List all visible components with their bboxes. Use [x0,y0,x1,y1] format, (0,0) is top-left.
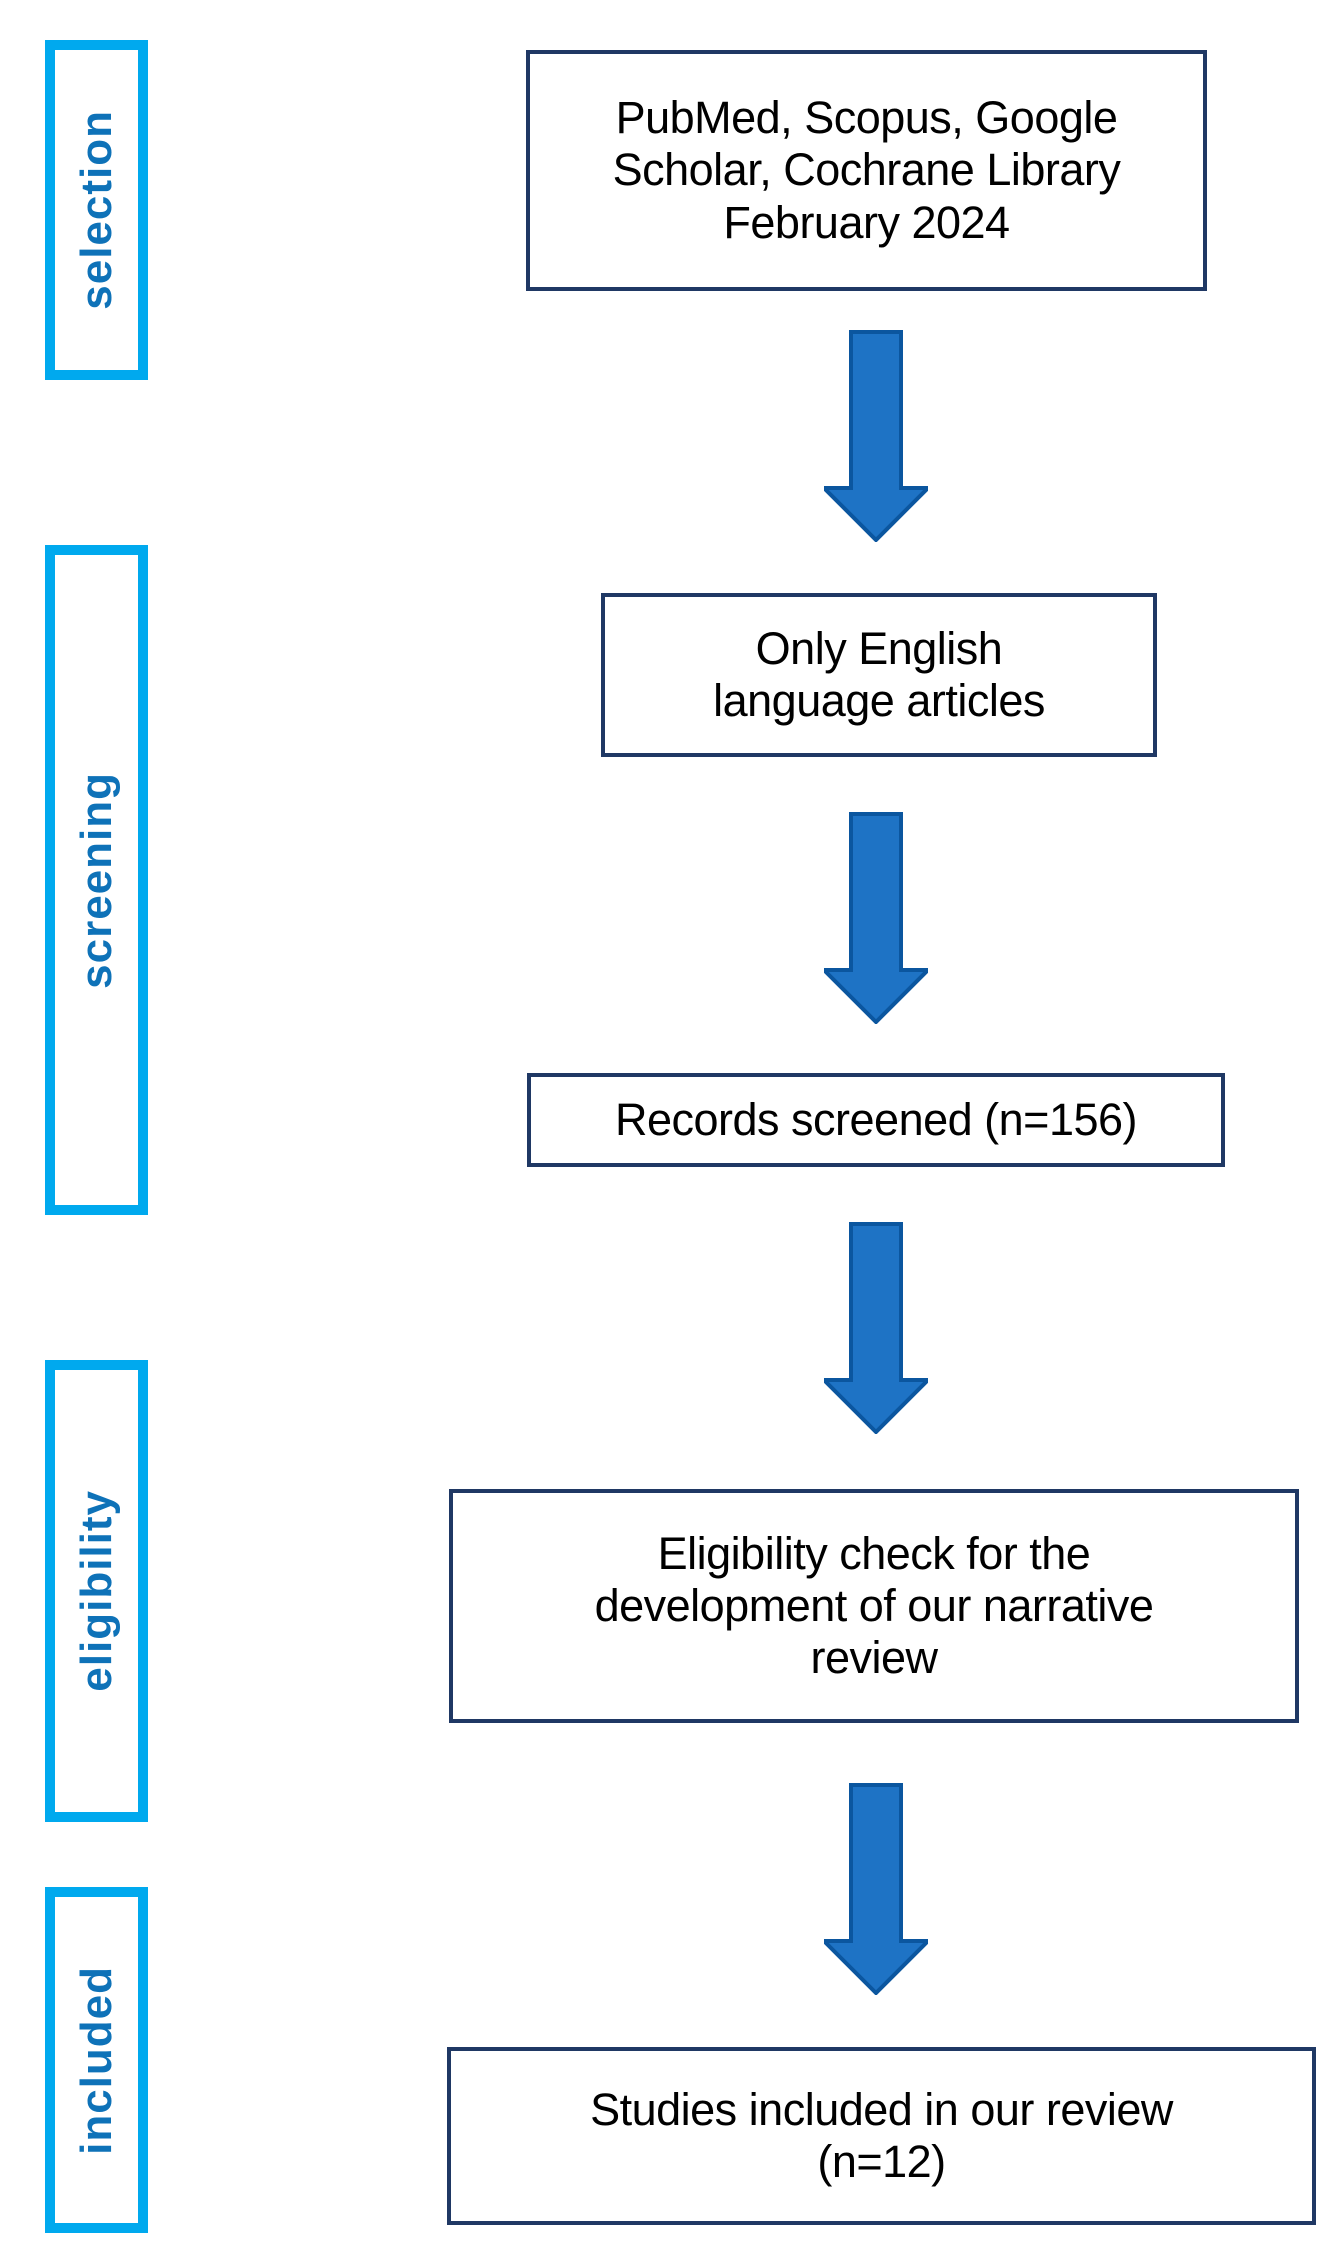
flow-box-text: PubMed, Scopus, Google Scholar, Cochrane… [612,92,1121,248]
flow-box-eligibility-check: Eligibility check for the development of… [449,1489,1299,1723]
flow-box-records-screened: Records screened (n=156) [527,1073,1225,1167]
flow-box-language-filter: Only English language articles [601,593,1157,757]
down-arrow-shape [824,330,928,542]
flow-box-text: Studies included in our review (n=12) [590,2083,1173,2187]
flow-arrow-4 [824,1783,928,1995]
stage-label-text: included [71,1965,121,2155]
stage-label-eligibility: eligibility [45,1360,148,1822]
flow-box-text: Eligibility check for the development of… [594,1527,1154,1684]
stage-label-included: included [45,1887,148,2233]
down-arrow-icon [824,330,928,542]
flow-box-text: Records screened (n=156) [614,1093,1138,1145]
flow-box-studies-included: Studies included in our review (n=12) [447,2047,1316,2225]
down-arrow-shape [824,1783,928,1995]
flow-arrow-2 [824,812,928,1024]
flow-box-text: Only English language articles [713,622,1045,726]
down-arrow-shape [824,1222,928,1434]
flow-arrow-3 [824,1222,928,1434]
flow-box-databases: PubMed, Scopus, Google Scholar, Cochrane… [526,50,1207,291]
stage-label-selection: selection [45,40,148,380]
stage-label-text: screening [71,771,121,989]
flow-arrow-1 [824,330,928,542]
down-arrow-icon [824,812,928,1024]
down-arrow-icon [824,1783,928,1995]
down-arrow-icon [824,1222,928,1434]
stage-label-text: selection [71,110,121,310]
down-arrow-shape [824,812,928,1024]
stage-label-screening: screening [45,545,148,1215]
stage-label-text: eligibility [71,1490,121,1692]
